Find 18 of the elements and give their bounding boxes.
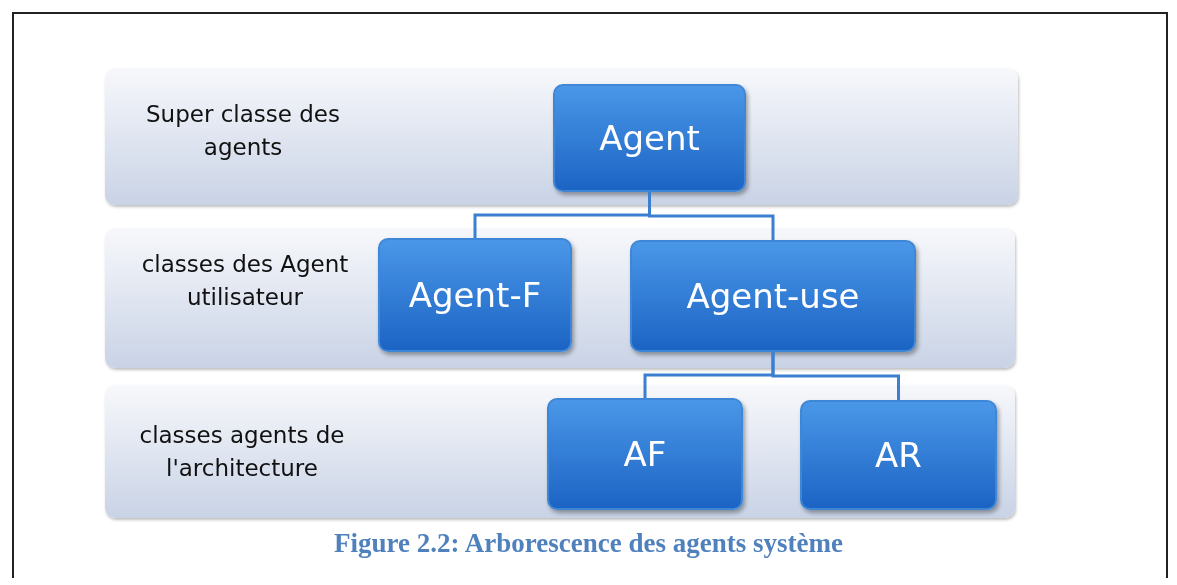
class-box — [547, 398, 743, 510]
figure-caption: Figure 2.2: Arborescence des agents système — [334, 528, 843, 558]
band-label: classes des Agent utilisateur — [140, 250, 350, 312]
class-label: Agent-use — [686, 276, 860, 316]
connector-line — [771, 352, 900, 400]
class-box — [800, 400, 997, 510]
class-label: AR — [875, 435, 922, 475]
band-label: classes agents de l'architecture — [138, 421, 346, 483]
band-panel — [105, 228, 1015, 368]
class-box — [378, 238, 572, 352]
class-label: Agent-F — [408, 275, 542, 315]
band-label: Super classe des agents — [145, 100, 341, 162]
class-box — [630, 240, 916, 352]
class-label: AF — [623, 434, 667, 474]
band-panel — [105, 385, 1015, 518]
class-box — [553, 84, 746, 192]
band-panel — [105, 68, 1018, 205]
class-label: Agent — [599, 118, 700, 158]
